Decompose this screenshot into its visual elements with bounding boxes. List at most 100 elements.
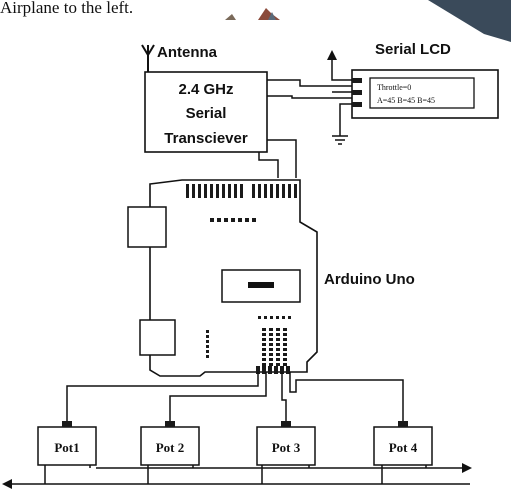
pot-2-label: Pot 2 [156, 440, 185, 455]
header-pin [264, 184, 267, 198]
header-pin [240, 184, 243, 198]
lcd-pins [352, 78, 362, 107]
header-pin [231, 218, 235, 222]
header-pin [262, 333, 266, 336]
lcd-screen [369, 77, 475, 109]
header-pin [286, 366, 290, 374]
header-pin [283, 358, 287, 361]
arduino-label: Arduino Uno [324, 271, 415, 288]
header-pin [269, 348, 273, 351]
corner-photo-fragment [428, 0, 511, 42]
antenna-icon [141, 44, 155, 72]
transceiver-wiring [258, 79, 352, 178]
arduino-header-pins [186, 184, 297, 374]
header-pin [198, 184, 201, 198]
ground-rail-arrow-icon [2, 479, 12, 489]
header-pin [270, 316, 273, 319]
header-pin [234, 184, 237, 198]
header-pin [269, 333, 273, 336]
pot-1-wiper [62, 421, 72, 427]
header-pin [276, 316, 279, 319]
header-pin [269, 353, 273, 356]
header-pin [276, 353, 280, 356]
header-pin [206, 350, 209, 353]
power-arrow-icon [327, 50, 337, 60]
lcd-frame [351, 69, 499, 119]
header-pin [283, 338, 287, 341]
transceiver-line-2: Serial [186, 105, 227, 122]
header-pin [204, 184, 207, 198]
pot-4-wiper [398, 421, 408, 427]
header-pin [252, 218, 256, 222]
header-pin [206, 335, 209, 338]
pot-3: Pot 3 [256, 421, 316, 466]
microcontroller-chip [221, 269, 301, 303]
antenna-label: Antenna [157, 44, 218, 61]
header-pin [258, 316, 261, 319]
header-pin [206, 355, 209, 358]
power-rail-arrow-icon [462, 463, 472, 473]
header-pin [276, 338, 280, 341]
header-pin [206, 330, 209, 333]
header-pin [270, 184, 273, 198]
lcd-line-2: A=45 B=45 B=45 [377, 96, 435, 105]
header-pin [264, 316, 267, 319]
header-pin [274, 366, 278, 374]
pot-1-label: Pot1 [54, 440, 79, 455]
header-pin [224, 218, 228, 222]
header-pin [262, 328, 266, 331]
header-pin [288, 316, 291, 319]
header-pin [222, 184, 225, 198]
header-pin [210, 184, 213, 198]
header-pin [276, 184, 279, 198]
header-pin [269, 358, 273, 361]
header-pin [262, 353, 266, 356]
ground-icon [332, 135, 348, 145]
header-pin [268, 366, 272, 374]
chip-marking [248, 282, 274, 288]
lcd-line-1: Throttle=0 [377, 83, 411, 92]
header-pin [262, 343, 266, 346]
pot-2-wiper [165, 421, 175, 427]
lcd-power-wiring [331, 60, 352, 136]
header-pin [282, 316, 285, 319]
header-pin [262, 338, 266, 341]
header-pin [210, 218, 214, 222]
header-pin [280, 366, 284, 374]
header-pin [186, 184, 189, 198]
transceiver-line-3: Transciever [164, 130, 248, 147]
header-pin [294, 184, 297, 198]
pot-1: Pot1 [37, 421, 97, 466]
header-pin [276, 358, 280, 361]
header-pin [283, 363, 287, 366]
caption-text: Airplane to the left. [0, 0, 133, 17]
header-pin [282, 184, 285, 198]
header-pin [276, 363, 280, 366]
header-pin [288, 184, 291, 198]
header-pin [256, 366, 260, 374]
header-pin [283, 353, 287, 356]
header-pin [276, 348, 280, 351]
header-pin [269, 343, 273, 346]
transceiver-line-1: 2.4 GHz [178, 81, 233, 98]
pot-3-wiper [281, 421, 291, 427]
header-pin [269, 338, 273, 341]
header-pin [283, 333, 287, 336]
header-pin [262, 366, 266, 374]
header-pin [252, 184, 255, 198]
pot-3-label: Pot 3 [272, 440, 301, 455]
header-pin [276, 343, 280, 346]
header-pin [206, 345, 209, 348]
header-pin [228, 184, 231, 198]
header-pin [276, 333, 280, 336]
header-pin [269, 328, 273, 331]
header-pin [238, 218, 242, 222]
header-pin [217, 218, 221, 222]
header-pin [262, 358, 266, 361]
pot-4: Pot 4 [373, 421, 433, 466]
lcd-title: Serial LCD [375, 41, 451, 58]
header-pin [276, 328, 280, 331]
header-pin [192, 184, 195, 198]
pot-2: Pot 2 [140, 421, 200, 466]
